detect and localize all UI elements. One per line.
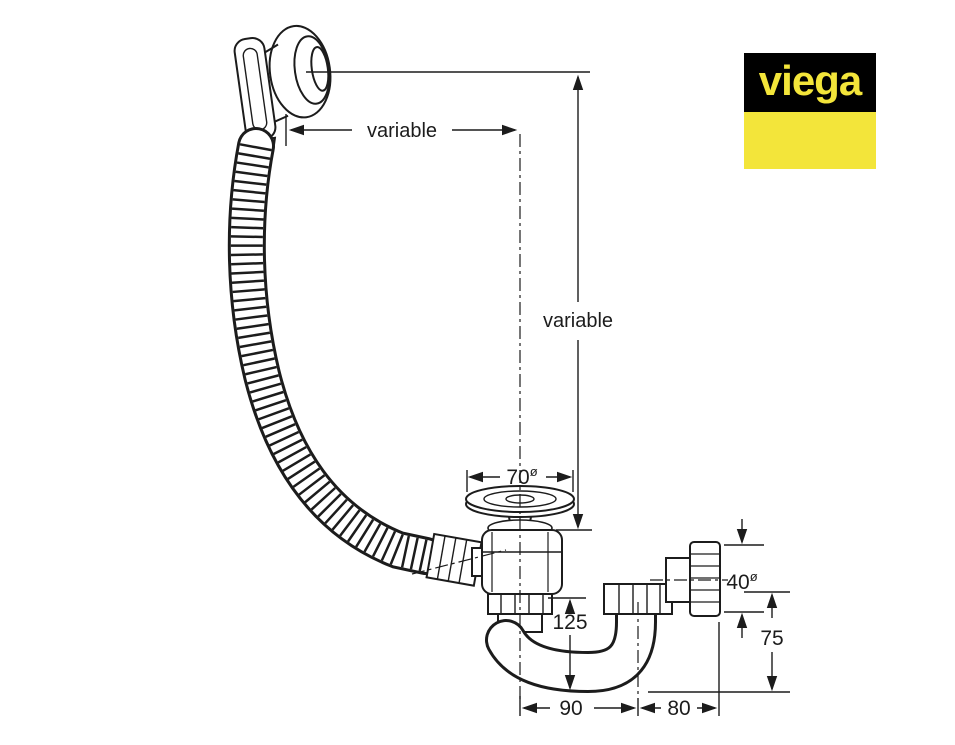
dim-bottom-span-left-label: 90 (559, 697, 582, 720)
dim-bottom-span-right: 80 (639, 622, 720, 720)
dim-plug-diameter-label: 70ø (506, 464, 537, 489)
bottom-pipe (485, 589, 657, 694)
flexible-hose (227, 127, 445, 575)
waste-tee (481, 519, 563, 633)
dim-tailpiece-height-label: 125 (552, 611, 587, 634)
dim-bottom-span-left: 90 (519, 696, 639, 720)
viega-logo: viega (744, 53, 876, 169)
dim-plug-diameter: 70ø (466, 464, 574, 492)
viega-logo-black-panel: viega (744, 53, 876, 112)
viega-logo-wordmark: viega (758, 56, 862, 104)
centerlines (411, 134, 728, 700)
dim-outlet-height-label: 75 (760, 627, 783, 650)
dim-bottom-span-right-label: 80 (667, 697, 690, 720)
dim-outlet-diameter-label: 40ø (726, 569, 757, 594)
dim-outlet-diameter: 40ø (724, 519, 764, 638)
viega-logo-yellow-panel (744, 112, 876, 169)
outlet-elbow (603, 541, 721, 617)
dim-top-width: variable (285, 114, 518, 146)
dim-top-width-label: variable (367, 120, 437, 142)
dim-overall-height: variable (306, 71, 613, 531)
dim-tailpiece-height: 125 (548, 597, 588, 691)
dim-overall-height-label: variable (543, 310, 613, 332)
